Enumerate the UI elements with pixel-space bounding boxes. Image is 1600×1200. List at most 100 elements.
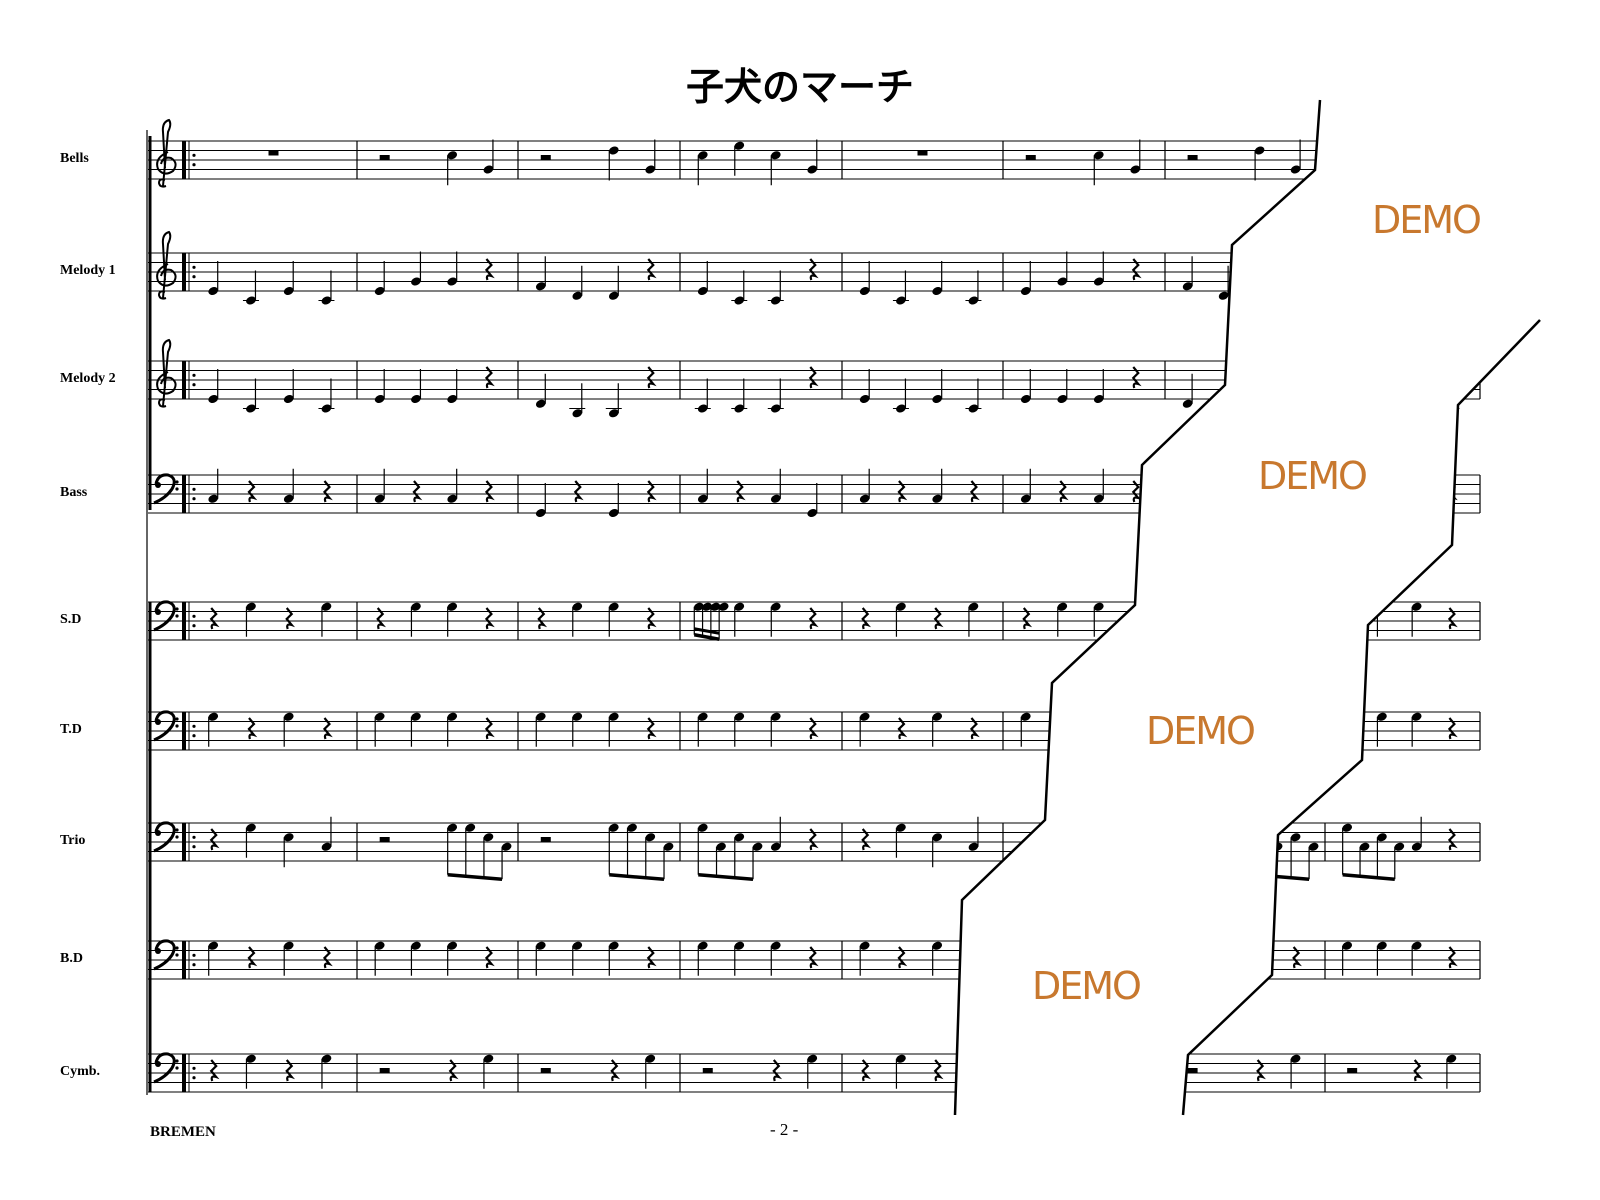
quarter-note	[697, 151, 708, 160]
beamed-note	[734, 833, 745, 842]
beamed-note	[1290, 833, 1301, 842]
quarter-note	[374, 395, 385, 403]
quarter-note	[374, 287, 385, 295]
bass-clef-icon	[175, 946, 179, 950]
quarter-rest	[376, 607, 387, 630]
quarter-note	[535, 282, 546, 291]
quarter-rest	[1131, 366, 1142, 389]
quarter-note	[1057, 395, 1068, 403]
quarter-rest	[610, 1059, 621, 1082]
quarter-note	[572, 409, 583, 418]
quarter-note	[447, 151, 458, 160]
repeat-dot	[192, 734, 196, 738]
quarter-note	[968, 296, 979, 305]
quarter-note	[1093, 395, 1104, 403]
quarter-note	[645, 1054, 656, 1063]
beamed-note	[627, 823, 637, 832]
quarter-note	[1182, 399, 1193, 408]
bass-clef-icon	[153, 710, 176, 742]
instrument-label: T.D	[60, 722, 82, 737]
publisher-name: BREMEN	[150, 1124, 216, 1140]
quarter-note	[1057, 277, 1068, 286]
quarter-note	[608, 941, 619, 950]
beam	[694, 627, 720, 635]
quarter-note	[807, 509, 818, 517]
repeat-dot	[192, 163, 196, 167]
quarter-note	[734, 141, 745, 150]
repeat-barline	[182, 823, 186, 861]
quarter-note	[968, 602, 979, 611]
quarter-rest	[735, 480, 746, 503]
beamed-note	[1394, 842, 1405, 851]
repeat-dot	[192, 265, 196, 269]
quarter-rest	[247, 717, 258, 740]
quarter-note	[968, 404, 979, 413]
quarter-note	[1020, 712, 1031, 721]
repeat-barline	[182, 361, 186, 399]
quarter-note	[697, 494, 708, 503]
quarter-note	[697, 712, 708, 721]
quarter-note	[896, 602, 906, 611]
beamed-note	[1308, 842, 1319, 851]
quarter-rest	[808, 946, 819, 969]
quarter-note	[932, 833, 943, 842]
quarter-note	[447, 277, 458, 286]
quarter-note	[411, 941, 421, 950]
quarter-rest	[484, 946, 495, 969]
demo-watermark: DEMO	[1032, 964, 1142, 1008]
quarter-note	[697, 287, 708, 295]
quarter-note	[770, 296, 781, 305]
half-rest	[1187, 1068, 1198, 1073]
quarter-note	[608, 509, 619, 517]
quarter-note	[374, 712, 385, 721]
quarter-note	[859, 941, 870, 950]
beamed-note	[702, 602, 712, 611]
half-rest	[1187, 155, 1198, 160]
bass-clef-icon	[155, 830, 161, 836]
quarter-note	[1446, 1054, 1457, 1063]
beam	[447, 873, 503, 881]
quarter-rest	[808, 717, 819, 740]
bass-clef-icon	[155, 1061, 161, 1067]
quarter-note	[246, 823, 256, 832]
instrument-label: Melody 1	[60, 263, 116, 278]
staff-b-d	[148, 939, 1481, 980]
quarter-rest	[969, 717, 980, 740]
beam	[698, 873, 754, 881]
quarter-note	[447, 602, 458, 611]
quarter-note	[283, 833, 294, 842]
bass-clef-icon	[175, 480, 179, 484]
demo-watermark: DEMO	[1258, 454, 1368, 498]
quarter-note	[1218, 291, 1229, 300]
quarter-note	[321, 602, 332, 611]
quarter-note	[932, 941, 943, 950]
repeat-barline	[182, 475, 186, 513]
beamed-note	[663, 842, 674, 851]
quarter-rest	[933, 607, 944, 630]
quarter-note	[572, 712, 583, 721]
quarter-note	[608, 602, 619, 611]
quarter-rest	[897, 717, 908, 740]
score-title: 子犬のマーチ	[685, 65, 914, 109]
quarter-rest	[646, 607, 657, 630]
bass-clef-icon	[153, 473, 176, 505]
quarter-rest	[646, 480, 657, 503]
quarter-note	[208, 395, 219, 403]
quarter-note	[1093, 602, 1104, 611]
quarter-note	[734, 404, 745, 413]
quarter-note	[770, 941, 781, 950]
quarter-note	[374, 494, 385, 503]
instrument-label: Trio	[60, 833, 86, 848]
quarter-rest	[247, 946, 258, 969]
beamed-note	[645, 833, 656, 842]
bass-clef-icon	[175, 1059, 179, 1063]
beamed-note	[710, 602, 721, 611]
quarter-rest	[1058, 480, 1069, 503]
half-rest	[540, 155, 551, 160]
beamed-note	[752, 842, 763, 851]
quarter-rest	[209, 607, 220, 630]
quarter-note	[1182, 282, 1193, 291]
whole-rest	[917, 150, 928, 156]
half-rest	[702, 1068, 713, 1073]
repeat-barline	[182, 141, 186, 179]
